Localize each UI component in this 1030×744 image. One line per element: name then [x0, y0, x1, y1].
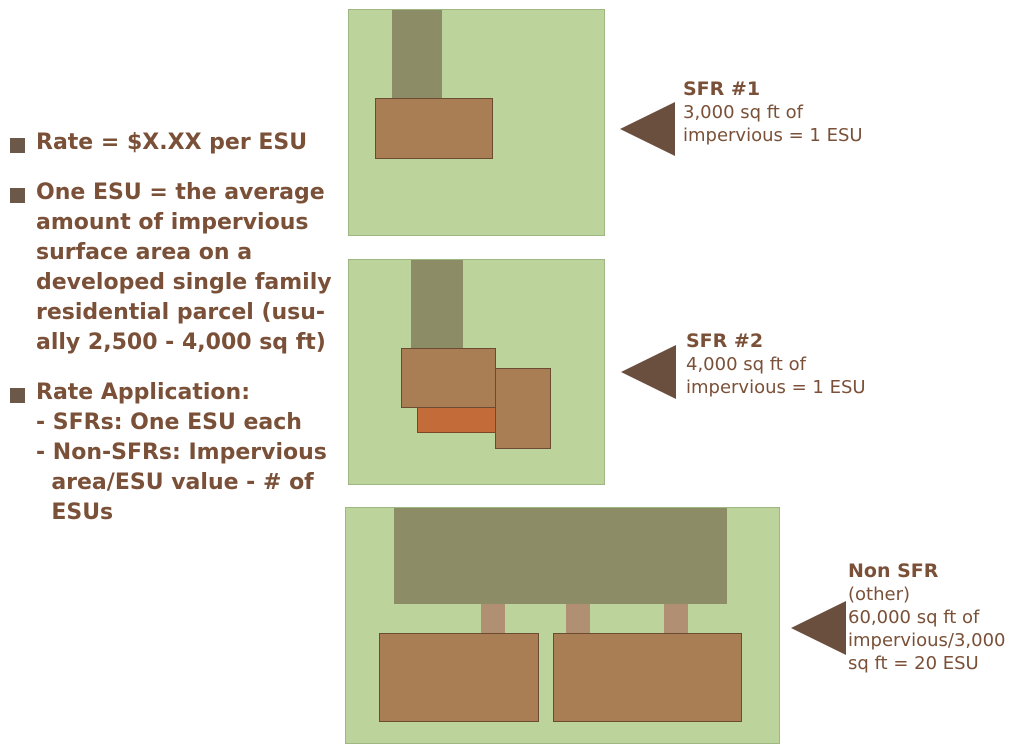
esu-definition-line: developed single family [36, 270, 332, 295]
nonsfr-walkway [664, 604, 688, 634]
sfr2-garage [417, 406, 497, 433]
sfr2-house-main [401, 348, 496, 408]
rate-application-item: area/ESU value - # of [36, 470, 314, 495]
sfr1-driveway [392, 10, 442, 100]
nonsfr-detail-line: sq ft = 20 ESU [848, 653, 979, 674]
nonsfr-walkway [566, 604, 590, 634]
nonsfr-detail-line: (other) [848, 584, 910, 605]
rate-application-title: Rate Application: [36, 380, 251, 405]
rate-text: Rate = $X.XX per ESU [36, 130, 308, 155]
bullet-list: Rate = $X.XX per ESU One ESU = the avera… [8, 128, 338, 548]
square-bullet-icon [10, 388, 25, 403]
square-bullet-icon [10, 188, 25, 203]
nonsfr-building-right [553, 633, 742, 722]
sfr2-house-wing [495, 368, 551, 449]
sfr1-detail-line: 3,000 sq ft of [683, 102, 803, 123]
esu-definition-line: residential parcel (usu- [36, 300, 326, 325]
nonsfr-title: Non SFR [848, 560, 939, 582]
nonsfr-building-left [379, 633, 539, 722]
sfr1-arrow-icon [620, 102, 675, 156]
esu-definition-line: surface area on a [36, 240, 253, 265]
sfr2-arrow-icon [621, 345, 676, 399]
square-bullet-icon [10, 138, 25, 153]
nonsfr-parking-lot [394, 508, 727, 604]
esu-definition-line: ally 2,500 - 4,000 sq ft) [36, 330, 326, 355]
bullet-rate-application: Rate Application: - SFRs: One ESU each -… [8, 378, 338, 528]
sfr1-label: SFR #1 3,000 sq ft of impervious = 1 ESU [683, 78, 863, 147]
sfr1-title: SFR #1 [683, 78, 761, 100]
nonsfr-parcel [345, 507, 780, 744]
bullet-esu-definition: One ESU = the average amount of impervio… [8, 178, 338, 358]
esu-definition-line: One ESU = the average [36, 180, 325, 205]
esu-definition-line: amount of impervious [36, 210, 309, 235]
nonsfr-arrow-icon [791, 601, 846, 655]
nonsfr-detail-line: impervious/3,000 [848, 630, 1006, 651]
sfr1-parcel [348, 9, 605, 236]
rate-application-item: ESUs [36, 500, 114, 525]
sfr1-house [375, 98, 493, 159]
sfr2-title: SFR #2 [686, 330, 764, 352]
sfr2-detail-line: impervious = 1 ESU [686, 377, 866, 398]
nonsfr-label: Non SFR (other) 60,000 sq ft of impervio… [848, 560, 1005, 675]
sfr2-driveway [411, 260, 463, 350]
rate-application-item: - SFRs: One ESU each [36, 410, 302, 435]
sfr2-parcel [348, 259, 605, 485]
rate-application-item: - Non-SFRs: Impervious [36, 440, 327, 465]
sfr2-detail-line: 4,000 sq ft of [686, 354, 806, 375]
sfr1-detail-line: impervious = 1 ESU [683, 125, 863, 146]
sfr2-label: SFR #2 4,000 sq ft of impervious = 1 ESU [686, 330, 866, 399]
bullet-rate: Rate = $X.XX per ESU [8, 128, 338, 158]
nonsfr-detail-line: 60,000 sq ft of [848, 607, 980, 628]
nonsfr-walkway [481, 604, 505, 634]
